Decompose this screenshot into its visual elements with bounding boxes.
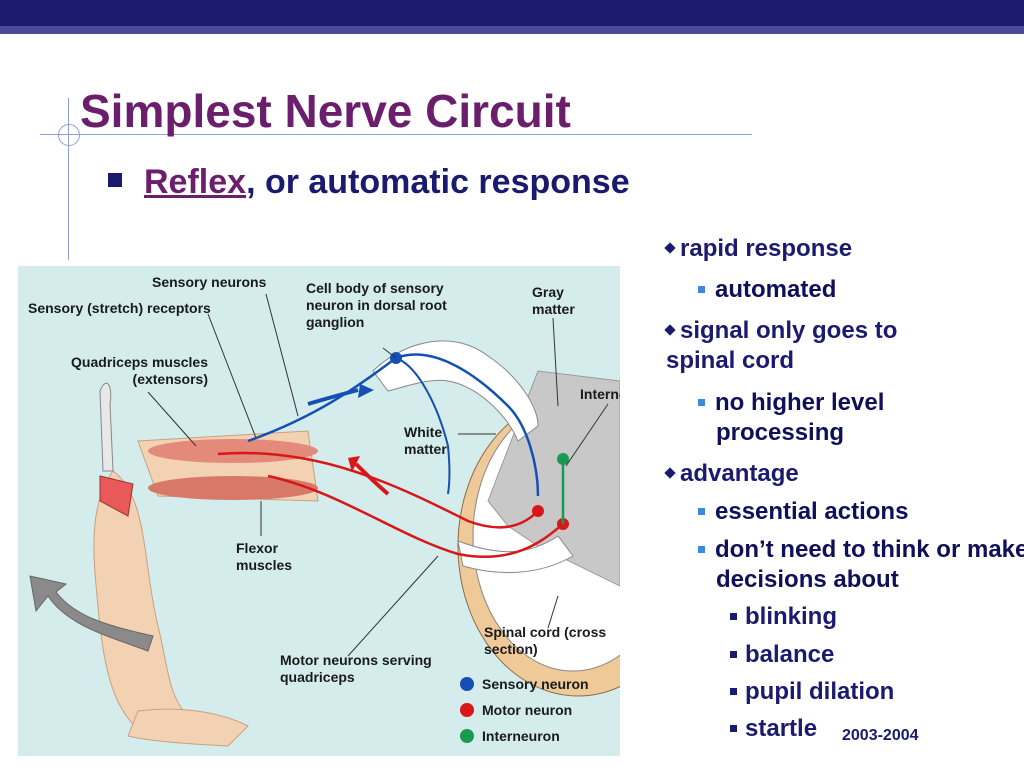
bullet-startle: startle <box>730 714 817 744</box>
leader-stretch-receptors <box>207 313 257 439</box>
crosshair-circle-ornament <box>58 124 80 146</box>
leader-gray-matter <box>552 317 559 407</box>
square-bullet-icon <box>698 286 705 293</box>
bullet-automated: automated <box>698 275 836 305</box>
square-bullet-icon <box>108 173 122 187</box>
top-banner-stripe <box>0 26 1024 34</box>
reflex-arc-diagram: Sensory neurons Sensory (stretch) recept… <box>18 266 620 756</box>
label-cell-body: Cell body of sensory neuron in dorsal ro… <box>306 280 447 330</box>
label-motor-neurons: Motor neurons serving quadriceps <box>280 652 432 685</box>
bullet-advantage: advantage <box>664 459 799 489</box>
reflex-link[interactable]: Reflex <box>144 163 247 201</box>
ventral-root <box>457 535 574 573</box>
legend-item-interneuron: Interneuron <box>460 728 560 744</box>
diamond-bullet-icon <box>664 467 676 479</box>
legend-item-sensory: Sensory neuron <box>460 676 589 692</box>
leader-quadriceps <box>147 391 197 447</box>
kick-arrow <box>29 575 154 652</box>
legend-motor-label: Motor neuron <box>482 702 573 718</box>
bullet-pupil-dilation: pupil dilation <box>730 677 894 707</box>
label-flexor-muscles: Flexor muscles <box>236 540 293 573</box>
sensory-neuron-path <box>247 353 540 497</box>
bullet-signal-spinal-cord: signal only goes to spinal cord <box>664 316 966 376</box>
bullet-balance: balance <box>730 640 834 670</box>
slide-year: 2003-2004 <box>842 727 919 744</box>
label-stretch-receptors: Sensory (stretch) receptors <box>28 300 211 316</box>
flexor-muscle <box>148 476 318 500</box>
reflex-arc-illustration <box>29 293 620 747</box>
bullet-text: automated <box>715 276 837 303</box>
square-bullet-icon <box>698 546 705 553</box>
dorsal-root <box>372 340 539 442</box>
legend-sensory-label: Sensory neuron <box>482 676 589 692</box>
square-bullet-icon <box>730 688 737 695</box>
sensory-neuron-branch <box>395 357 451 495</box>
diamond-bullet-icon <box>664 242 676 254</box>
title-rule-horizontal <box>40 134 752 135</box>
label-quadriceps: Quadriceps muscles (extensors) <box>71 354 208 387</box>
leg-foot <box>127 708 249 747</box>
square-bullet-icon <box>730 651 737 658</box>
top-banner <box>0 0 1024 26</box>
leader-cell-body <box>382 347 397 359</box>
bullet-text: no higher level processing <box>715 389 885 446</box>
sensory-arrowhead <box>358 384 374 398</box>
bullet-text: blinking <box>745 603 837 630</box>
motor-neuron-path-2 <box>267 474 564 559</box>
bullet-dont-need-to-think: don’t need to think or make decisions ab… <box>698 535 1024 595</box>
diamond-bullet-icon <box>664 324 676 336</box>
hammer-head <box>99 475 134 517</box>
sensory-legend-dot-icon <box>460 677 474 691</box>
square-bullet-icon <box>698 399 705 406</box>
bullet-text: pupil dilation <box>745 678 895 705</box>
leader-spinal-cord <box>547 595 559 629</box>
bullet-text: essential actions <box>715 498 909 525</box>
bullet-text: rapid response <box>680 235 853 262</box>
motor-legend-dot-icon <box>460 703 474 717</box>
leg-calf <box>93 470 189 737</box>
bullet-text: signal only goes to spinal cord <box>666 317 898 374</box>
bullet-text: balance <box>745 641 835 668</box>
label-sensory-neurons: Sensory neurons <box>152 274 267 290</box>
sensory-signal-arrow <box>307 388 359 406</box>
bullet-blinking: blinking <box>730 602 837 632</box>
label-gray-matter: Gray matter <box>532 284 575 317</box>
motor-signal-arrow <box>354 462 390 496</box>
title-rule-vertical <box>68 98 69 260</box>
subtitle-text: , or automatic response <box>246 163 630 201</box>
bullet-no-higher-processing: no higher level processing <box>698 388 1016 448</box>
motor-neuron-path-1 <box>217 451 539 529</box>
square-bullet-icon <box>698 508 705 515</box>
interneuron-legend-dot-icon <box>460 729 474 743</box>
bullet-text: startle <box>745 715 818 742</box>
bullet-text: advantage <box>680 460 799 487</box>
square-bullet-icon <box>730 613 737 620</box>
legend-interneuron-label: Interneuron <box>482 728 560 744</box>
slide-title: Simplest Nerve Circuit <box>80 85 571 137</box>
leader-interneurons <box>565 403 609 467</box>
leader-motor-neurons <box>347 555 439 657</box>
leader-sensory-neurons <box>265 293 299 417</box>
label-spinal-cord: Spinal cord (cross section) <box>484 624 607 657</box>
slide-subtitle: Reflex, or automatic response <box>108 163 630 202</box>
bullet-text: don’t need to think or make decisions ab… <box>715 536 1024 593</box>
motor-arrowhead <box>348 456 360 472</box>
square-bullet-icon <box>730 725 737 732</box>
reflex-hammer <box>99 382 114 472</box>
bullet-essential-actions: essential actions <box>698 497 908 527</box>
label-interneurons: Interneurons <box>580 386 620 402</box>
quadriceps-muscle <box>148 439 318 463</box>
interneuron-cell-body <box>557 453 569 465</box>
bullet-rapid-response: rapid response <box>664 234 853 264</box>
motor-cell-body-1 <box>532 505 544 517</box>
label-white-matter: White matter <box>404 424 447 457</box>
legend-item-motor: Motor neuron <box>460 702 572 718</box>
